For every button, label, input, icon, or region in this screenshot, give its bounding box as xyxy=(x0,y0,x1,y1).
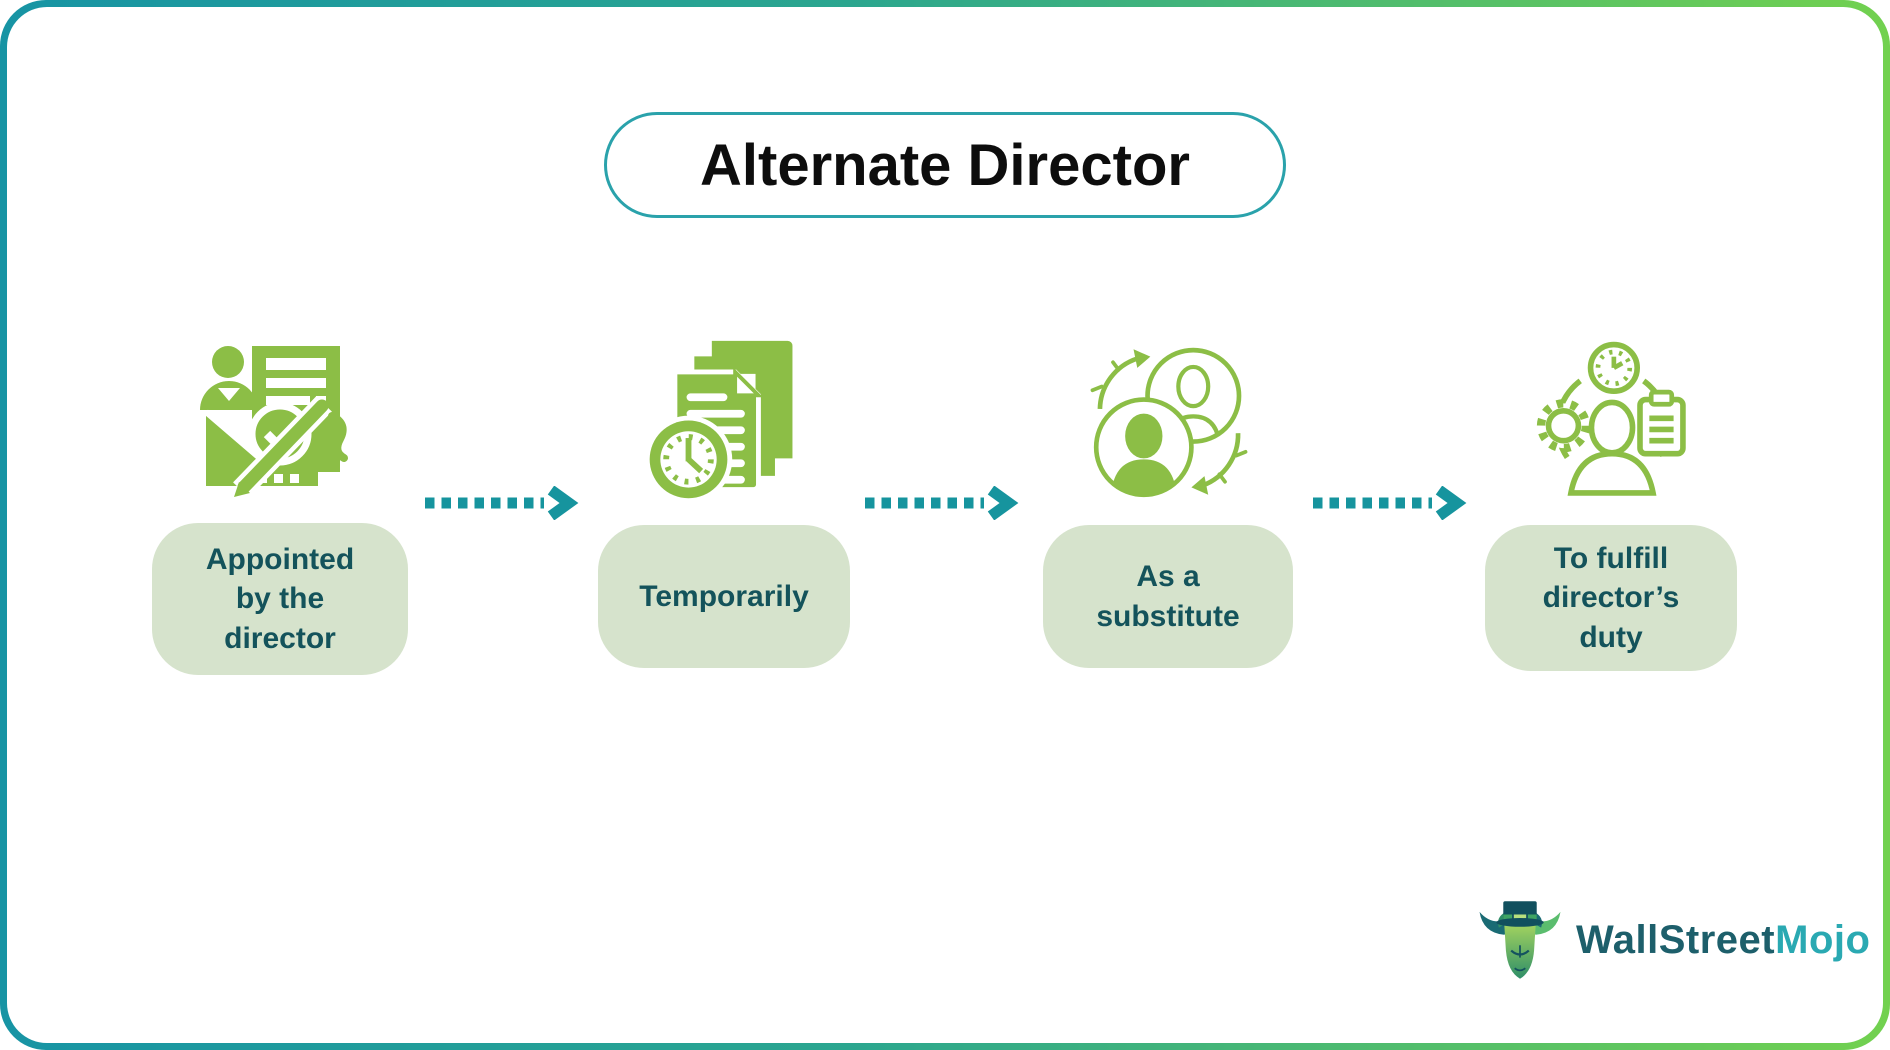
flow-arrow-icon xyxy=(862,485,1022,521)
clock-documents-icon xyxy=(638,336,808,508)
page-title: Alternate Director xyxy=(604,112,1286,218)
logo-text: WallStreetMojo xyxy=(1576,918,1870,963)
step-label-duty: To fulfill director’s duty xyxy=(1485,525,1737,671)
step-label-appointed: Appointed by the director xyxy=(152,523,408,675)
logo-text-mojo: Mojo xyxy=(1775,917,1871,962)
wallstreetmojo-logo: WallStreetMojo xyxy=(1476,894,1870,986)
page-title-text: Alternate Director xyxy=(700,132,1190,198)
logo-text-wallstreet: WallStreet xyxy=(1576,917,1776,962)
director-duties-icon xyxy=(1528,338,1696,506)
step-label-text: Temporarily xyxy=(639,579,809,613)
step-label-substitute: As a substitute xyxy=(1043,525,1293,668)
step-label-text: Appointed by the director xyxy=(205,542,355,655)
step-label-temporarily: Temporarily xyxy=(598,525,850,668)
flow-arrow-icon xyxy=(422,485,582,521)
person-swap-icon xyxy=(1084,338,1254,506)
flow-arrow-icon xyxy=(1310,485,1470,521)
appointment-document-icon xyxy=(196,338,366,508)
step-label-text: As a substitute xyxy=(1096,559,1240,633)
bull-with-top-hat-icon xyxy=(1479,901,1561,979)
step-label-text: To fulfill director’s duty xyxy=(1542,541,1680,654)
